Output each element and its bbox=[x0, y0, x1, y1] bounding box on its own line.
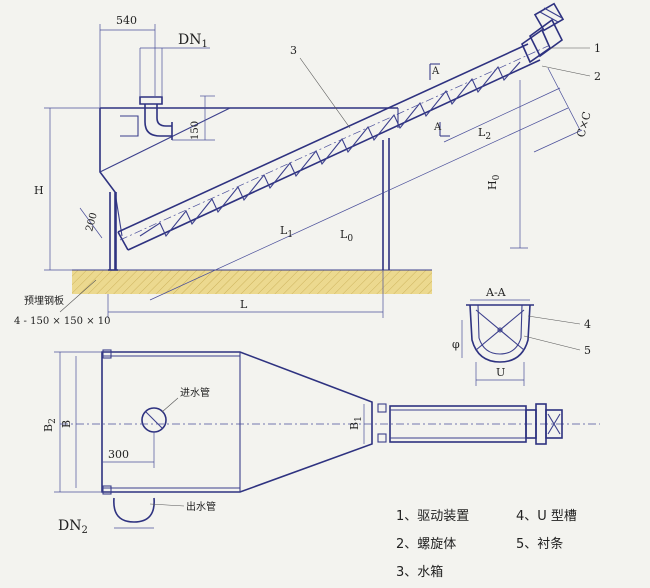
section-title: A-A bbox=[485, 286, 507, 299]
screw-axis bbox=[119, 45, 549, 241]
drive-unit bbox=[521, 2, 565, 64]
dim-U: U bbox=[496, 366, 505, 379]
spiral-screw bbox=[139, 61, 521, 238]
outlet-box bbox=[120, 115, 139, 137]
dim-L2: L2 bbox=[478, 126, 491, 142]
dim-150: 150 bbox=[190, 121, 201, 140]
embed-plate-label: 预埋钢板 bbox=[24, 294, 64, 307]
dn1-label: DN1 bbox=[178, 32, 208, 50]
legend-item-2: 2、螺旋体 bbox=[396, 537, 456, 552]
tank-left-wall bbox=[99, 108, 116, 270]
inlet-pipe bbox=[144, 104, 172, 137]
inlet-flange bbox=[139, 96, 163, 105]
dim-B: B bbox=[60, 420, 73, 428]
plan-view: B2 B B1 300 进水管 出水管 DN2 bbox=[42, 349, 600, 536]
callout-3: 3 bbox=[290, 44, 297, 57]
callout-2: 2 bbox=[594, 70, 601, 83]
dim-L1: L1 bbox=[280, 224, 293, 240]
dim-540: 540 bbox=[116, 14, 137, 27]
callout-5: 5 bbox=[584, 344, 591, 357]
dim-L: L bbox=[240, 298, 248, 311]
dim-H0: H0 bbox=[486, 174, 502, 190]
dim-300: 300 bbox=[108, 448, 129, 461]
dim-B2: B2 bbox=[42, 418, 58, 432]
callout-1: 1 bbox=[594, 42, 601, 55]
legend: 1、驱动装置 4、U 型槽 2、螺旋体 5、衬条 3、水箱 bbox=[396, 509, 577, 580]
embed-plate-size: 4 - 150 × 150 × 10 bbox=[14, 316, 110, 327]
dim-CxC: C×C bbox=[574, 110, 593, 139]
legend-item-3: 3、水箱 bbox=[396, 564, 443, 580]
plan-trough bbox=[389, 405, 527, 443]
phi-label: φ bbox=[452, 338, 460, 351]
trough-bottom-line bbox=[127, 59, 541, 251]
trough-top-line bbox=[117, 43, 529, 233]
dim-H: H bbox=[34, 184, 44, 197]
legend-item-4: 4、U 型槽 bbox=[516, 509, 577, 524]
legend-item-1: 1、驱动装置 bbox=[396, 509, 469, 524]
dim-L0: L0 bbox=[340, 228, 353, 244]
outlet-pipe-circle bbox=[113, 497, 155, 523]
side-view: A A 540 DN1 150 200 H H0 L bbox=[14, 2, 601, 327]
section-view: A-A φ U 4 5 bbox=[452, 286, 591, 386]
section-mark-a-top: A bbox=[431, 66, 440, 77]
legend-item-5: 5、衬条 bbox=[516, 536, 563, 552]
dim-B1: B1 bbox=[348, 416, 364, 430]
inlet-label: 进水管 bbox=[180, 386, 210, 399]
callout-4: 4 bbox=[584, 318, 591, 331]
dn2-label: DN2 bbox=[58, 518, 88, 536]
section-mark-a-bottom: A bbox=[433, 122, 442, 133]
outlet-label: 出水管 bbox=[186, 500, 216, 513]
u-trough-outer bbox=[469, 304, 531, 363]
tank-slope bbox=[99, 107, 231, 173]
dim-200: 200 bbox=[84, 211, 100, 232]
